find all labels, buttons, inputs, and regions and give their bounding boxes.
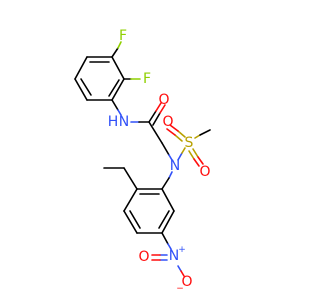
bond-so-left-2s (177, 130, 186, 138)
bond-ring2-e-inner (158, 210, 170, 229)
atom-n-amide: N (119, 114, 129, 130)
bond-s-ch3 (199, 129, 211, 136)
bond-cf-top-f (117, 41, 122, 49)
atom-o-carbonyl: O (158, 92, 169, 108)
bond-ring2-c (123, 210, 138, 234)
atom-o-sulfonyl-left: O (162, 114, 173, 130)
bond-ring2-b (123, 188, 138, 212)
bond-so-low-2o (197, 156, 204, 165)
bond-s-ch3-s (194, 134, 201, 139)
atom-n-nitro: N (169, 248, 179, 264)
atom-labels: F F N H O S O O N N + O O − (108, 28, 211, 294)
bond-ring-nh-n (117, 109, 122, 116)
bond-ring2-e (161, 210, 175, 234)
bond-ring1-d-inner (80, 78, 92, 96)
atom-f-right: F (143, 71, 151, 87)
atom-o-nitro-lower: O (181, 274, 192, 290)
atom-o-nitro-left: O (138, 249, 149, 265)
bond-methyl (123, 167, 138, 190)
molecule-structure: F F N H O S O O N N + O O − (74, 28, 211, 294)
bond-no-low-o (180, 270, 185, 277)
bond-co-1-o (155, 102, 162, 112)
bond-so-low-1o (193, 158, 200, 167)
bond-so-left-2o (169, 124, 179, 132)
bond-so-low-1s (188, 150, 195, 160)
bond-n-s-s (181, 147, 186, 154)
bond-ring2-f (161, 188, 175, 212)
charge-minus: − (176, 284, 184, 294)
bond-ring1-a (111, 56, 125, 80)
bond-ring1-b (111, 78, 125, 101)
bond-ring1-e (74, 56, 88, 80)
bond-n-ring2-n (168, 171, 173, 179)
bond-co-1 (148, 110, 157, 123)
bond-ring-nh (111, 99, 119, 111)
bonds (74, 41, 211, 277)
bond-co-2 (152, 112, 161, 126)
bond-cf-top (111, 47, 119, 58)
bond-n-ring2 (161, 177, 170, 190)
bond-ring1-d (74, 78, 88, 101)
bond-so-low-2s (192, 148, 199, 158)
atom-o-sulfonyl-lower: O (199, 164, 210, 180)
bond-n-s-n (177, 152, 183, 161)
atom-n-sulfonamide: N (170, 158, 180, 174)
atom-f-top: F (119, 28, 127, 44)
bond-ch2-n (161, 142, 170, 156)
bond-no-low-n (177, 265, 182, 272)
bond-ch2-n-n (168, 154, 173, 161)
bond-co-ch2 (148, 121, 163, 144)
charge-plus: + (178, 245, 186, 255)
atom-h-amide: H (108, 114, 119, 130)
bond-co-2-o (159, 104, 166, 114)
bond-c-nitro (161, 232, 169, 245)
bond-so-left-1o (166, 128, 176, 136)
bond-ring2-c-inner (129, 210, 141, 229)
atom-s-sulfonyl: S (185, 135, 194, 151)
bond-so-left-1s (174, 134, 183, 142)
bond-ring1-b-inner (108, 79, 120, 97)
bond-c-nitro-n (167, 243, 172, 250)
